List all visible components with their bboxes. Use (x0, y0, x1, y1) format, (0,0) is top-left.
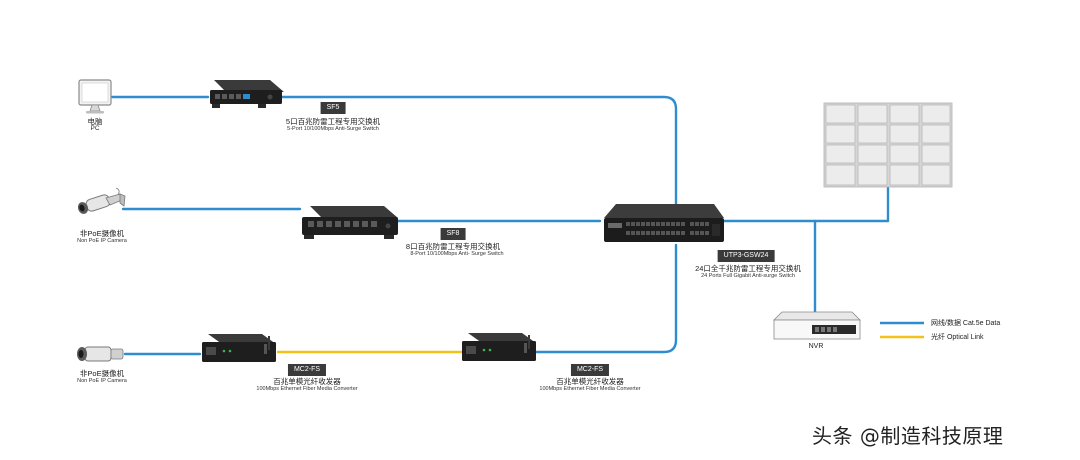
sf8-switch-icon (302, 206, 398, 239)
camera1-label-cn: 非PoE摄像机 (79, 229, 125, 238)
sf5-switch-icon (210, 80, 284, 108)
mc2-model-tag: MC2-FS (570, 364, 610, 376)
legend-fiber-label: 光纤 Optical Link (931, 334, 984, 341)
core-label-en: 24 Ports Full Gigabit Anti-surge Switch (701, 273, 795, 279)
media-converter1-icon (202, 334, 276, 362)
pc-monitor-icon (78, 79, 112, 114)
data-links (110, 95, 890, 356)
mc1-label-en: 100Mbps Ethernet Fiber Media Converter (256, 386, 358, 392)
sf5-label-en: 5-Port 10/100Mbps Anti-Surge Switch (287, 126, 379, 132)
link-sf5-core (280, 95, 678, 207)
core-label-cn: 24口全千兆防雷工程专用交换机 (695, 264, 801, 273)
mc1-model-tag: MC2-FS (287, 364, 327, 376)
camera2-label-cn: 非PoE摄像机 (79, 369, 125, 378)
sf8-model-tag: SF8 (440, 228, 466, 240)
sf5-label-cn: 5口百兆防雷工程专用交换机 (285, 117, 381, 126)
sf8-label-en: 8-Port 10/100Mbps Anti- Surge Switch (410, 251, 504, 257)
link-mc2-core (534, 243, 678, 354)
camera2-icon (77, 346, 124, 362)
pc-label-cn: 电脑 (87, 117, 103, 126)
legend-data-label: 网线/数据 Cat.5e Data (931, 320, 1001, 327)
camera1-icon (77, 187, 126, 214)
pc-label-en: PC (90, 125, 100, 132)
watermark-text: 头条 @制造科技原理 (812, 424, 1004, 448)
media-converter2-icon (462, 333, 536, 361)
video-wall-icon (823, 102, 953, 188)
sf5-model-tag: SF5 (320, 102, 346, 114)
camera1-label-en: Non PoE IP Camera (77, 238, 127, 244)
link-core-videowall (722, 186, 890, 223)
mc1-label-cn: 百兆单模光纤收发器 (273, 377, 341, 386)
core-model-tag: UTP3-GSW24 (717, 250, 775, 262)
mc2-label-en: 100Mbps Ethernet Fiber Media Converter (539, 386, 641, 392)
sf8-label-cn: 8口百兆防雷工程专用交换机 (405, 242, 501, 251)
nvr-icon (773, 311, 861, 340)
mc2-label-cn: 百兆单模光纤收发器 (556, 377, 624, 386)
nvr-label: NVR (808, 343, 824, 350)
core-switch-icon (604, 204, 724, 242)
camera2-label-en: Non PoE IP Camera (77, 378, 127, 384)
